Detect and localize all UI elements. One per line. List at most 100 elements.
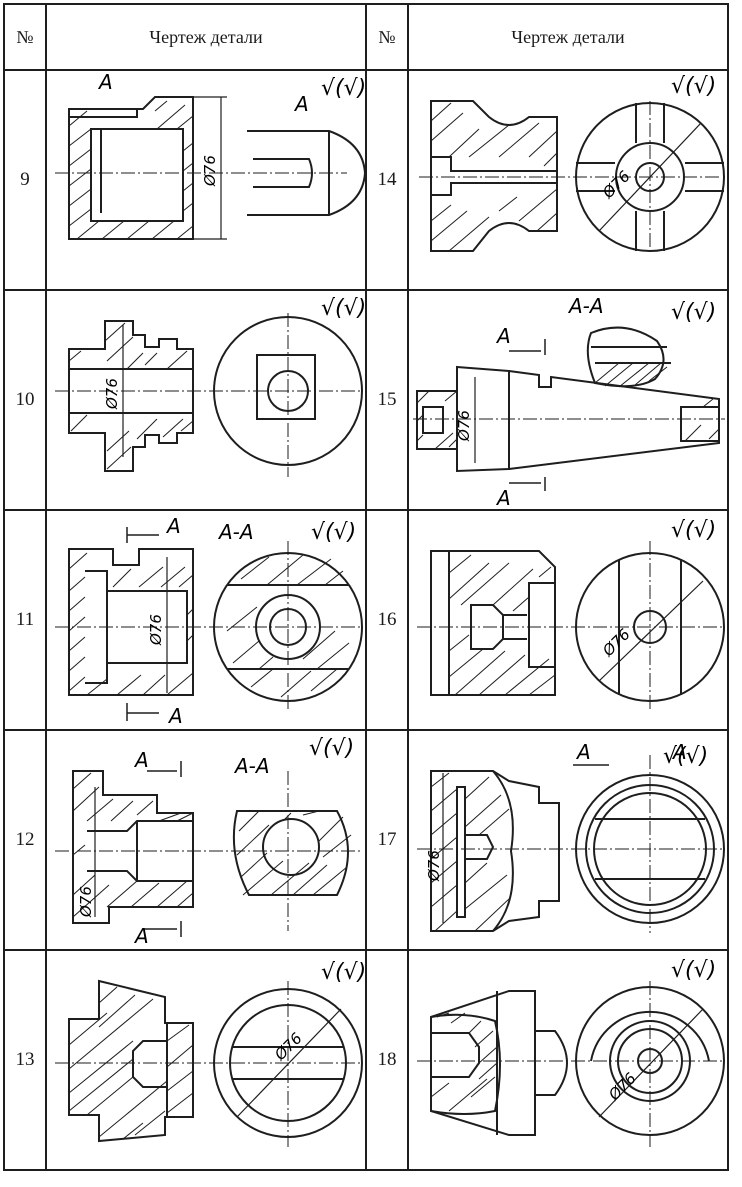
- part-drawing-12: Ø76 A A A-A √(√): [45, 729, 367, 951]
- bore: [132, 1040, 168, 1088]
- diameter-label: Ø76: [147, 614, 165, 646]
- drawing-14: Ø76 √(√): [419, 74, 725, 255]
- diameter-label: Ø76: [103, 378, 121, 410]
- diameter-label: Ø76: [598, 167, 633, 202]
- roughness-mark: √(√): [663, 744, 708, 769]
- diameter-label: Ø76: [270, 1029, 305, 1064]
- hatch-area: [416, 390, 720, 450]
- roughness-mark: √(√): [671, 300, 716, 325]
- view-label: A: [495, 486, 511, 509]
- body-outline: [430, 100, 558, 252]
- dimension-line: [598, 122, 702, 232]
- table-row: 11 Ø76: [3, 509, 729, 731]
- parts-table: № Чертеж детали № Чертеж детали 9: [3, 3, 729, 1171]
- center-line: [55, 313, 363, 477]
- roughness-mark: √(√): [321, 960, 365, 985]
- hatch-area: [72, 772, 194, 918]
- front-view: [575, 552, 725, 702]
- center-line: [55, 541, 363, 711]
- part-drawing-16: Ø76 √(√): [407, 509, 729, 731]
- view-label: A: [165, 514, 181, 538]
- drawing-11: Ø76 A A A-A √(√): [55, 514, 363, 728]
- section-label: A-A: [567, 294, 604, 318]
- roughness-mark: √(√): [321, 296, 365, 321]
- drawing-17: Ø76 A A √(√): [417, 740, 725, 933]
- part-number: 18: [365, 949, 409, 1171]
- view-label: A: [671, 740, 687, 764]
- roughness-mark: √(√): [311, 520, 356, 545]
- bore: [87, 820, 193, 882]
- drawing-10: Ø76 √(√): [55, 296, 365, 477]
- header-number-left: №: [3, 3, 47, 71]
- roughness-mark: √(√): [671, 518, 716, 543]
- section-label: A-A: [233, 754, 270, 778]
- diameter-label: Ø76: [201, 155, 219, 187]
- section-view: [213, 552, 363, 702]
- cut-plane-marks: [126, 527, 159, 721]
- table-row: 13: [3, 949, 729, 1171]
- part-number: 12: [3, 729, 47, 951]
- diameter-label: Ø76: [604, 1069, 639, 1104]
- hatch-area: [594, 362, 668, 388]
- roughness-mark: √(√): [309, 736, 354, 761]
- drawing-15: A-A √(√): [413, 294, 725, 509]
- part-number: 10: [3, 289, 47, 511]
- part-number: 11: [3, 509, 47, 731]
- dimension-line: [193, 96, 227, 240]
- section-view: [586, 326, 671, 388]
- body-outline: [68, 548, 194, 696]
- body-outline: [68, 96, 194, 240]
- table-row: 12 Ø76: [3, 729, 729, 951]
- part-number: 9: [3, 69, 47, 291]
- diameter-label: Ø76: [598, 625, 633, 660]
- center-line: [55, 771, 363, 931]
- body-outline: [68, 979, 194, 1143]
- hatch-area: [68, 986, 194, 1140]
- break-line: [492, 770, 514, 932]
- hatch-area: [430, 102, 558, 252]
- header-row: № Чертеж детали № Чертеж детали: [3, 3, 729, 71]
- view-label: A: [133, 924, 149, 948]
- part-number: 17: [365, 729, 409, 951]
- bore: [431, 156, 557, 196]
- cut-plane-marks: [143, 761, 182, 937]
- diameter-label: Ø76: [425, 850, 443, 882]
- hatch-area: [226, 554, 350, 698]
- view-label: A: [167, 704, 183, 728]
- drawing-16: Ø76 √(√): [417, 518, 725, 711]
- dimension-line: [598, 1008, 704, 1118]
- outer-bore: [430, 551, 450, 695]
- bore: [456, 786, 466, 918]
- roughness-mark: √(√): [671, 74, 716, 99]
- front-view: [213, 316, 363, 466]
- part-drawing-11: Ø76 A A A-A √(√): [45, 509, 367, 731]
- hatch-area: [430, 772, 510, 932]
- header-title-right: Чертеж детали: [407, 3, 729, 71]
- part-number: 13: [3, 949, 47, 1171]
- view-label: A: [97, 71, 113, 94]
- section-label: A-A: [217, 520, 254, 544]
- bore: [528, 582, 556, 668]
- drawing-12: Ø76 A A A-A √(√): [55, 736, 363, 948]
- front-view: [575, 774, 725, 924]
- front-view: [575, 986, 725, 1136]
- side-view: [247, 130, 365, 216]
- part-drawing-10: Ø76 √(√): [45, 289, 367, 511]
- header-title-left: Чертеж детали: [45, 3, 367, 71]
- view-label: A: [293, 92, 309, 116]
- diameter-label: Ø76: [77, 886, 95, 918]
- drawing-18: Ø76 √(√): [417, 958, 725, 1147]
- hatch-area: [68, 552, 194, 696]
- body-outline: [416, 365, 720, 473]
- roughness-mark: √(√): [671, 958, 716, 983]
- center-line: [419, 101, 719, 255]
- diameter-label: Ø76: [455, 410, 473, 442]
- drawing-9: Ø76 A A √(√): [55, 71, 365, 240]
- table-row: 9 Ø76: [3, 69, 729, 291]
- dimension-line: [236, 1008, 342, 1118]
- center-line: [55, 981, 363, 1147]
- view-label: A: [575, 740, 591, 764]
- part-drawing-14: Ø76 √(√): [407, 69, 729, 291]
- hatch-area: [68, 100, 194, 240]
